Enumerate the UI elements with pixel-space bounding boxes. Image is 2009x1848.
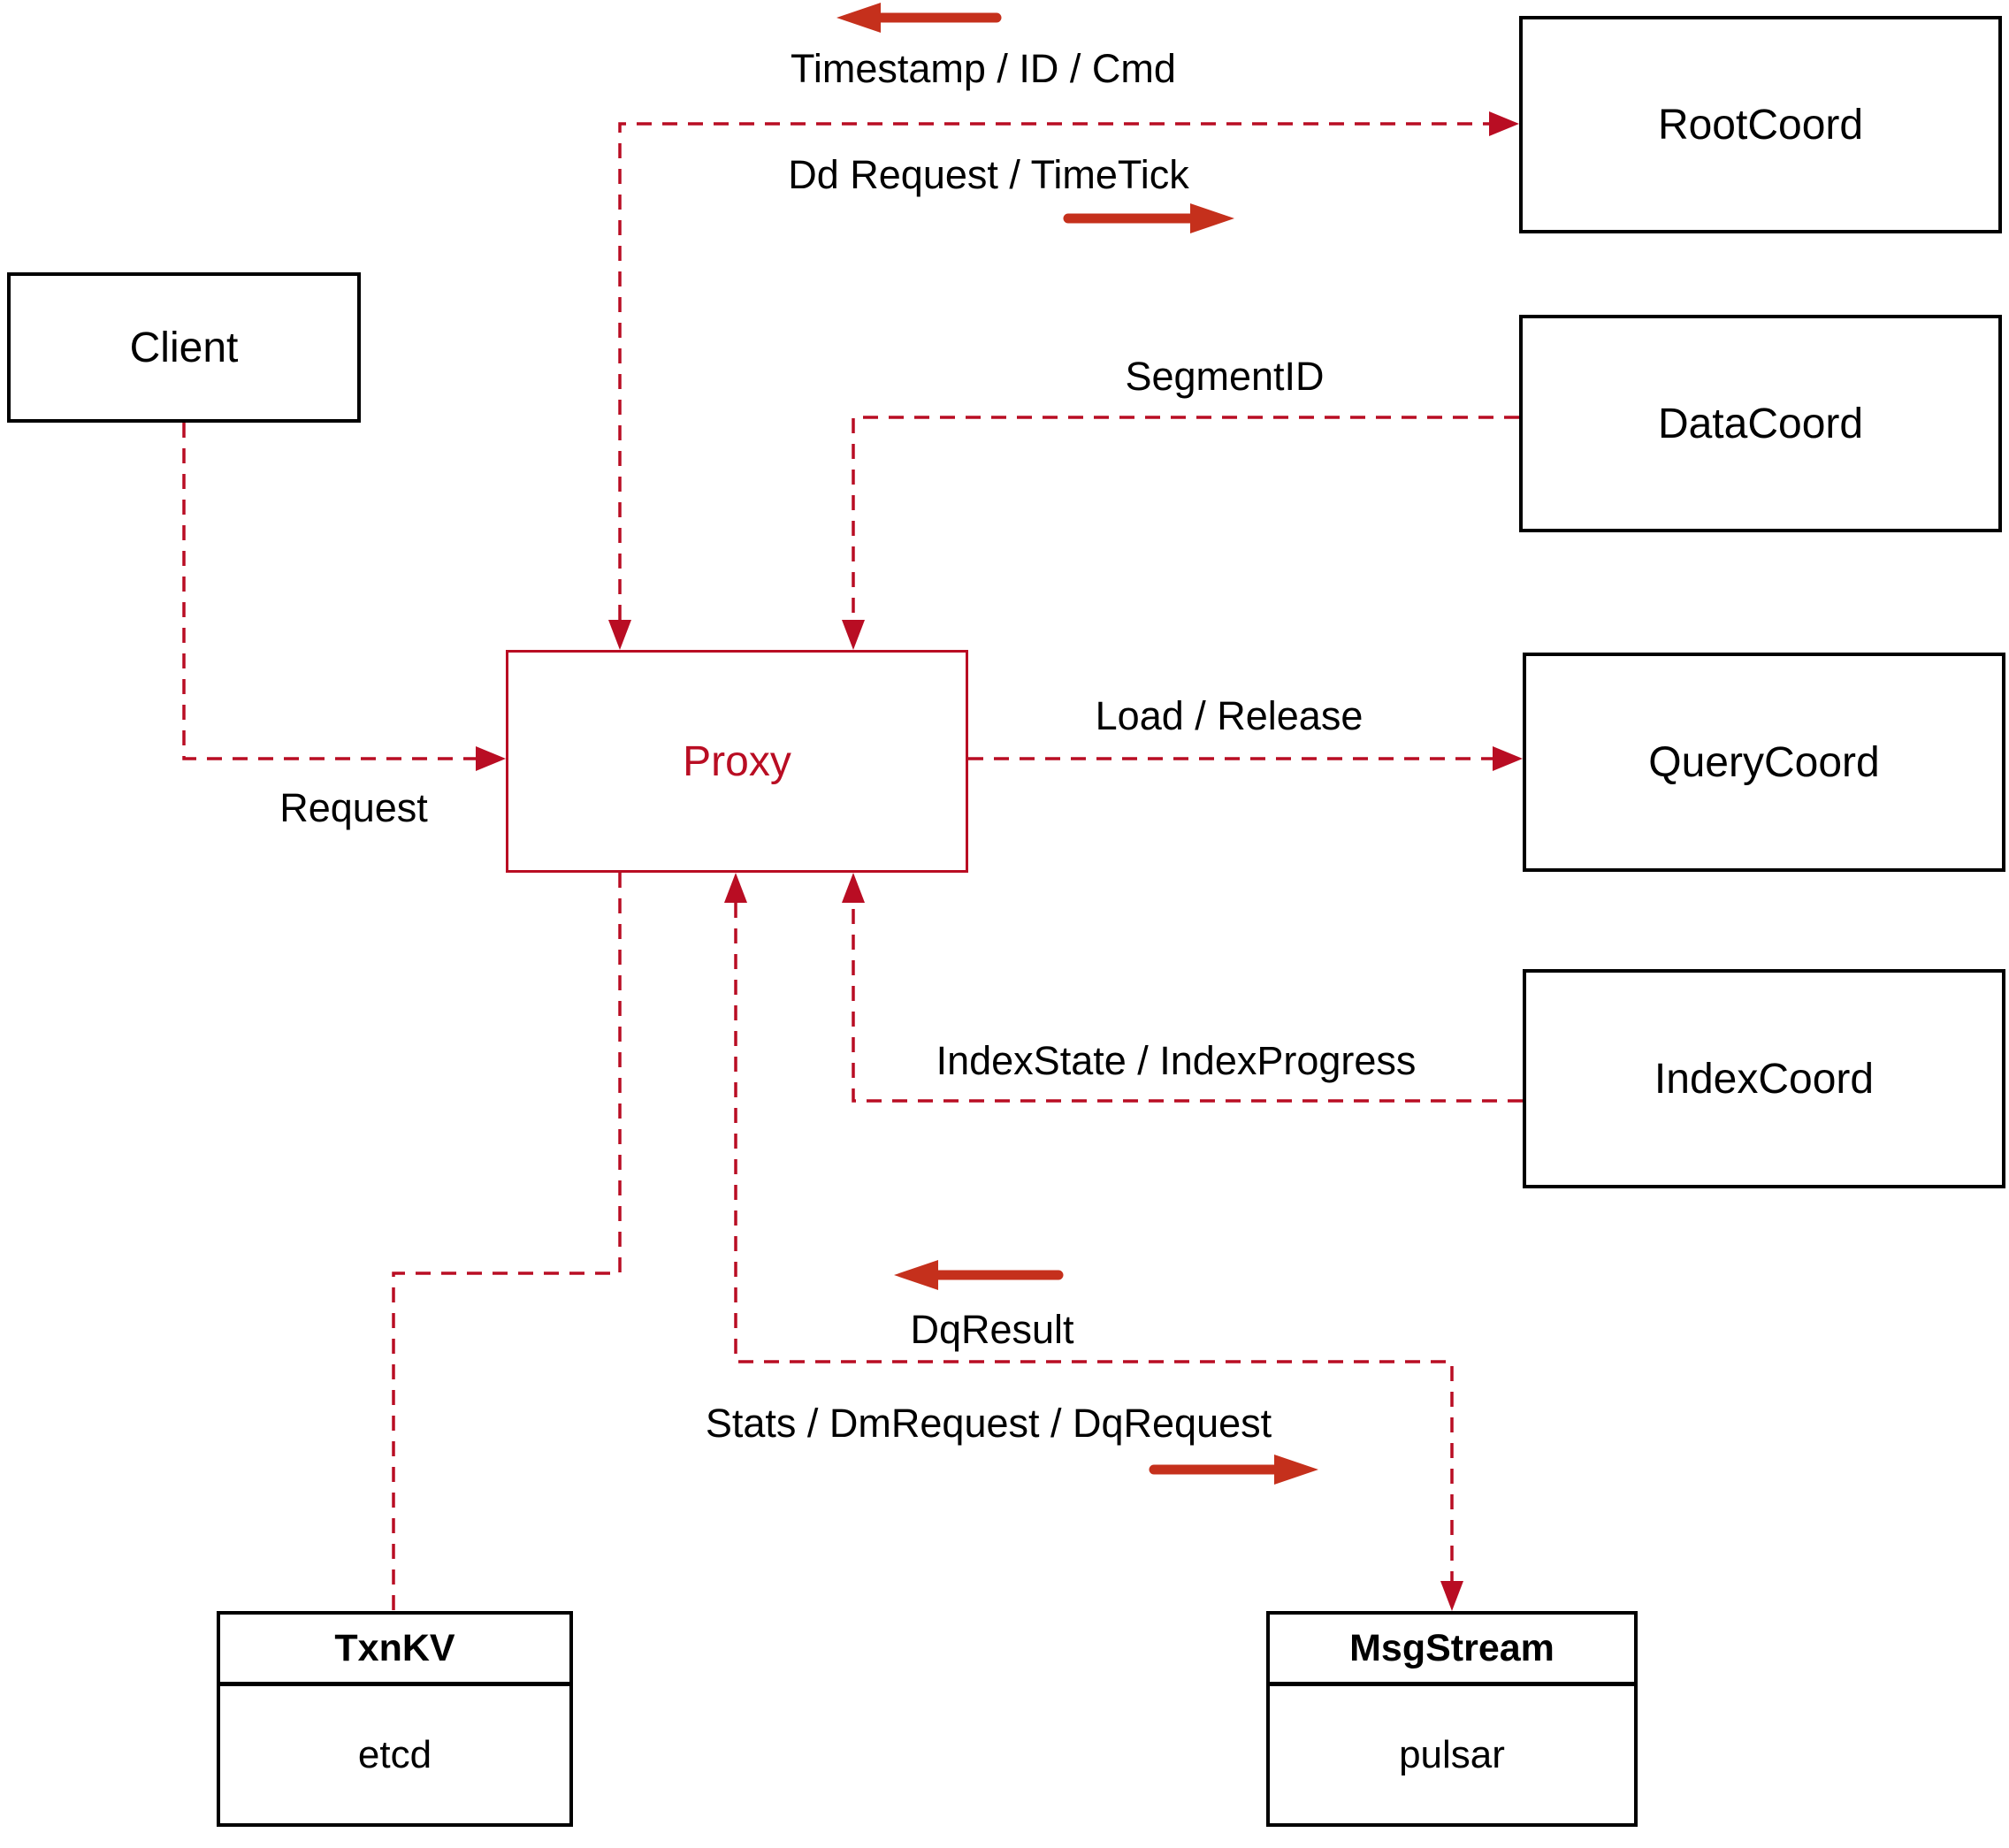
edge-indexcoord-proxy — [852, 903, 1523, 1103]
node-proxy-label: Proxy — [683, 737, 791, 785]
arrowhead-into-proxy-left — [476, 746, 506, 771]
node-txnkv-subtitle: etcd — [357, 1732, 432, 1776]
node-indexcoord: IndexCoord — [1523, 969, 2005, 1188]
edge-label-load-release: Load / Release — [1095, 693, 1364, 738]
arrowhead-into-proxy-bottom-mid — [724, 873, 747, 903]
edge-datacoord-proxy — [852, 416, 1519, 620]
node-indexcoord-label: IndexCoord — [1654, 1055, 1875, 1103]
edge-proxy-txnkv — [392, 873, 622, 1611]
edge-proxy-msgstream — [734, 903, 1454, 1581]
node-txnkv: TxnKV etcd — [217, 1611, 573, 1827]
edge-label-segment-id: SegmentID — [1125, 354, 1325, 399]
node-msgstream-title: MsgStream — [1270, 1615, 1634, 1686]
node-datacoord-label: DataCoord — [1657, 400, 1864, 447]
arrow-left-icon — [894, 1260, 1064, 1290]
arrowhead-into-rootcoord — [1489, 111, 1519, 136]
arrowhead-into-proxy-bottom-right — [842, 873, 865, 903]
edge-label-index-state: IndexState / IndexProgress — [936, 1038, 1417, 1083]
arrowhead-into-proxy-top-left — [608, 620, 631, 650]
node-client-label: Client — [129, 324, 239, 371]
node-rootcoord: RootCoord — [1519, 16, 2002, 233]
edge-client-proxy — [182, 423, 476, 760]
node-querycoord: QueryCoord — [1523, 653, 2005, 872]
node-datacoord: DataCoord — [1519, 315, 2002, 532]
node-proxy: Proxy — [506, 650, 968, 873]
node-msgstream: MsgStream pulsar — [1266, 1611, 1638, 1827]
arrow-right-icon — [1149, 1455, 1318, 1485]
arrowhead-into-msgstream — [1440, 1581, 1463, 1611]
arrow-right-icon — [1063, 203, 1234, 233]
edge-proxy-rootcoord — [618, 122, 1489, 620]
edge-label-timestamp: Timestamp / ID / Cmd — [791, 46, 1176, 91]
node-msgstream-subtitle: pulsar — [1399, 1732, 1505, 1776]
arrowhead-into-proxy-top-right — [842, 620, 865, 650]
node-rootcoord-label: RootCoord — [1657, 101, 1864, 149]
arrow-left-icon — [836, 3, 1002, 33]
edge-label-dq-result: DqResult — [910, 1307, 1074, 1352]
node-txnkv-title: TxnKV — [220, 1615, 569, 1686]
arrowhead-into-querycoord — [1493, 746, 1523, 771]
edge-label-request: Request — [279, 785, 428, 830]
edge-label-dd-request: Dd Request / TimeTick — [788, 152, 1189, 197]
node-client: Client — [7, 272, 361, 423]
edge-label-stats: Stats / DmRequest / DqRequest — [705, 1401, 1272, 1446]
node-querycoord-label: QueryCoord — [1648, 738, 1880, 786]
